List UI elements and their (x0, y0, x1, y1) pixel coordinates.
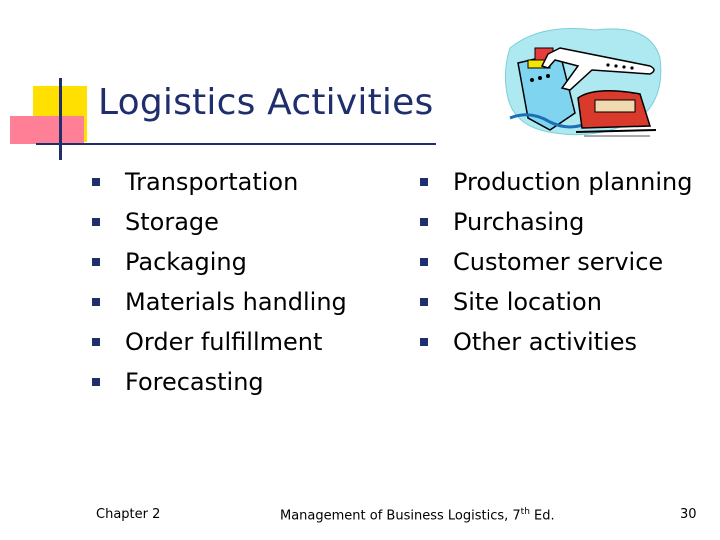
list-item-label: Storage (125, 208, 219, 236)
list-item-label: Other activities (453, 328, 637, 356)
list-item-label: Purchasing (453, 208, 585, 236)
square-bullet-icon (420, 218, 428, 226)
list-item: Transportation (92, 162, 347, 202)
square-bullet-icon (92, 258, 100, 266)
square-bullet-icon (92, 378, 100, 386)
title-decoration-pink (10, 116, 84, 144)
list-item: Production planning (420, 162, 692, 202)
list-item: Customer service (420, 242, 692, 282)
square-bullet-icon (92, 338, 100, 346)
list-item-label: Site location (453, 288, 602, 316)
square-bullet-icon (420, 258, 428, 266)
square-bullet-icon (420, 298, 428, 306)
footer-book-sup: th (520, 507, 530, 517)
list-item-label: Customer service (453, 248, 664, 276)
list-item: Purchasing (420, 202, 692, 242)
square-bullet-icon (92, 178, 100, 186)
list-item: Forecasting (92, 362, 347, 402)
list-item-label: Packaging (125, 248, 247, 276)
slide-title: Logistics Activities (98, 82, 434, 123)
square-bullet-icon (420, 338, 428, 346)
footer-book-prefix: Management of Business Logistics, 7 (280, 508, 521, 524)
transport-clipart-icon (504, 27, 662, 137)
square-bullet-icon (420, 178, 428, 186)
list-item: Materials handling (92, 282, 347, 322)
title-decoration-vertical-line (59, 78, 62, 160)
list-item-label: Materials handling (125, 288, 347, 316)
page-number: 30 (680, 507, 697, 522)
list-item-label: Transportation (125, 168, 299, 196)
footer-book-suffix: Ed. (529, 508, 555, 524)
list-item: Site location (420, 282, 692, 322)
footer-book-title: Management of Business Logistics, 7th Ed… (280, 507, 555, 523)
title-underline (36, 143, 436, 145)
list-item: Other activities (420, 322, 692, 362)
square-bullet-icon (92, 218, 100, 226)
right-bullet-list: Production planning Purchasing Customer … (420, 162, 692, 362)
list-item-label: Order fulfillment (125, 328, 323, 356)
list-item-label: Production planning (453, 168, 693, 196)
square-bullet-icon (92, 298, 100, 306)
list-item: Storage (92, 202, 347, 242)
left-bullet-list: Transportation Storage Packaging Materia… (92, 162, 347, 402)
list-item-label: Forecasting (125, 368, 264, 396)
list-item: Packaging (92, 242, 347, 282)
footer-chapter: Chapter 2 (96, 507, 161, 522)
list-item: Order fulfillment (92, 322, 347, 362)
